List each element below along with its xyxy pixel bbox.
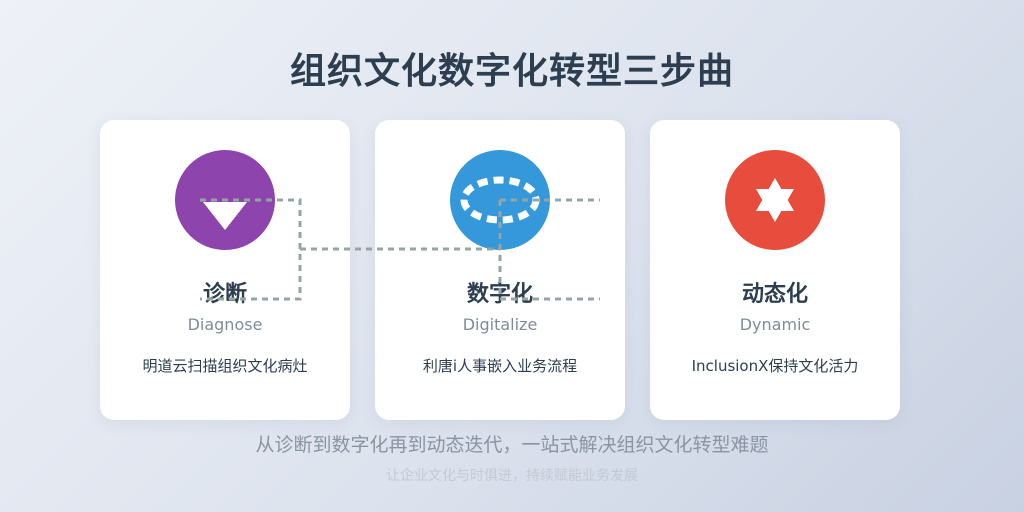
step-card-dynamic: 动态化 Dynamic InclusionX保持文化活力 bbox=[650, 120, 900, 420]
star-of-david-icon bbox=[756, 178, 794, 222]
step-icon-circle-dynamic bbox=[725, 150, 825, 250]
step-card-digitalize: 数字化 Digitalize 利唐i人事嵌入业务流程 bbox=[375, 120, 625, 420]
step-icon-circle-diagnose bbox=[175, 150, 275, 250]
step-subtitle: Dynamic bbox=[739, 315, 811, 334]
step-description: 明道云扫描组织文化病灶 bbox=[142, 357, 308, 375]
footer-summary: 从诊断到数字化再到动态迭代，一站式解决组织文化转型难题 bbox=[255, 434, 769, 456]
down-triangle-icon bbox=[203, 202, 247, 230]
step-title: 动态化 bbox=[741, 282, 808, 307]
step-title: 诊断 bbox=[202, 282, 247, 307]
step-subtitle: Diagnose bbox=[187, 315, 263, 334]
step-subtitle: Digitalize bbox=[462, 315, 538, 334]
step-description: InclusionX保持文化活力 bbox=[691, 357, 859, 375]
dashed-ring-icon bbox=[460, 176, 540, 224]
page-title: 组织文化数字化转型三步曲 bbox=[289, 51, 734, 92]
footer-tagline: 让企业文化与时俱进，持续赋能业务发展 bbox=[386, 468, 638, 484]
step-card-diagnose: 诊断 Diagnose 明道云扫描组织文化病灶 bbox=[100, 120, 350, 420]
step-description: 利唐i人事嵌入业务流程 bbox=[422, 357, 578, 375]
step-icon-circle-digitalize bbox=[450, 150, 550, 250]
step-title: 数字化 bbox=[466, 282, 533, 307]
